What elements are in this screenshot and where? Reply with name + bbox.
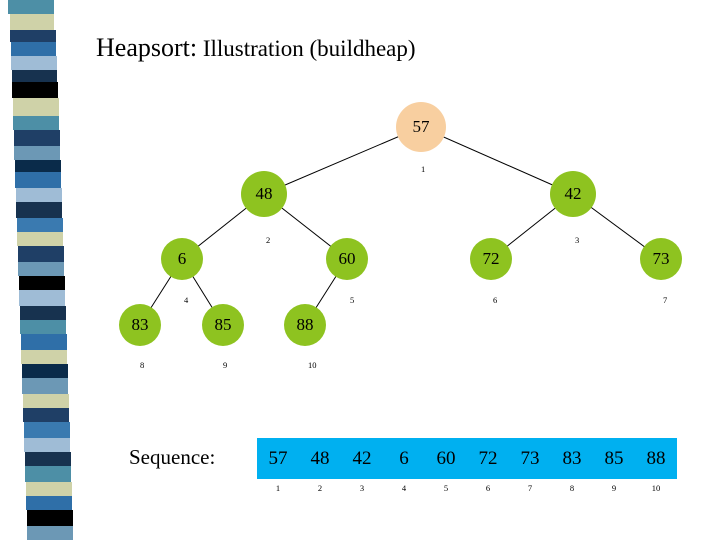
sequence-cell: 85 [604, 447, 624, 469]
tree-node-index: 7 [663, 295, 668, 305]
ribbon-stripe [10, 30, 56, 42]
ribbon-stripe [18, 262, 64, 276]
sequence-index: 7 [527, 483, 533, 493]
ribbon-stripe [22, 364, 68, 378]
ribbon-stripe [22, 378, 68, 394]
tree-node-85: 85 [202, 304, 244, 346]
ribbon-stripe [13, 116, 59, 130]
tree-node-60: 60 [326, 238, 368, 280]
sequence-index: 2 [317, 483, 323, 493]
tree-node-72: 72 [470, 238, 512, 280]
ribbon-stripe [19, 290, 65, 306]
sequence-index: 5 [443, 483, 449, 493]
tree-node-57: 57 [396, 102, 446, 152]
sequence-cell: 6 [399, 447, 409, 469]
tree-node-index: 5 [350, 295, 355, 305]
ribbon-stripe [18, 246, 64, 262]
ribbon-stripe [11, 42, 56, 56]
ribbon-stripe [25, 466, 71, 482]
tree-edge [420, 126, 574, 195]
tree-node-index: 8 [140, 360, 145, 370]
page-title-bold: Heapsort: [96, 33, 198, 62]
sequence-label: Sequence: [129, 445, 216, 469]
sequence-cell: 73 [520, 447, 540, 469]
ribbon-stripe [20, 320, 66, 334]
ribbon-stripe [24, 438, 70, 452]
ribbon-stripe [21, 334, 67, 350]
tree-node-index: 2 [266, 235, 271, 245]
ribbon-stripe [24, 422, 70, 438]
sequence-index: 1 [275, 483, 281, 493]
ribbon-stripe [23, 408, 69, 422]
sequence-cell: 48 [310, 447, 330, 469]
page-title-rest: Illustration (buildheap) [197, 36, 416, 61]
page-title: Heapsort: Illustration (buildheap) [96, 33, 416, 63]
tree-node-42: 42 [550, 171, 596, 217]
tree-edge [263, 126, 422, 195]
ribbon-stripe [20, 306, 66, 320]
tree-node-73: 73 [640, 238, 682, 280]
ribbon-stripe [15, 172, 61, 188]
tree-node-index: 10 [308, 360, 317, 370]
ribbon-stripe [10, 14, 54, 30]
ribbon-stripe [16, 188, 62, 202]
ribbon-stripe [25, 452, 71, 466]
sequence-index: 4 [401, 483, 407, 493]
sequence-cell: 57 [268, 447, 288, 469]
tree-node-index: 1 [421, 164, 426, 174]
ribbon-stripe [16, 202, 62, 218]
sequence-index: 8 [569, 483, 575, 493]
ribbon-stripe [15, 160, 61, 172]
ribbon-stripe [12, 70, 57, 82]
sequence-index: 10 [651, 483, 661, 493]
sequence-cell: 42 [352, 447, 372, 469]
tree-node-48: 48 [241, 171, 287, 217]
ribbon-stripe [17, 232, 63, 246]
tree-node-index: 6 [493, 295, 498, 305]
tree-node-index: 4 [184, 295, 189, 305]
sequence-cell: 72 [478, 447, 498, 469]
ribbon-stripe [27, 510, 73, 526]
tree-node-index: 9 [223, 360, 228, 370]
ribbon-stripe [19, 276, 65, 290]
sequence-index: 9 [611, 483, 617, 493]
ribbon-stripe [17, 218, 63, 232]
ribbon-stripe [14, 130, 60, 146]
ribbon-stripe [27, 526, 73, 540]
sequence-cell: 60 [436, 447, 456, 469]
tree-node-83: 83 [119, 304, 161, 346]
ribbon-stripe [12, 82, 58, 98]
sequence-index: 6 [485, 483, 491, 493]
ribbon-stripe [14, 146, 60, 160]
ribbon-stripe [11, 56, 57, 70]
ribbon-stripe [8, 0, 54, 14]
tree-node-index: 3 [575, 235, 580, 245]
ribbon-stripe [13, 98, 59, 116]
ribbon-stripe [26, 496, 72, 510]
ribbon-stripe [21, 350, 67, 364]
sequence-array: 57 48 42 6 60 72 73 83 85 88 [257, 438, 677, 479]
ribbon-stripe [26, 482, 72, 496]
sequence-cell: 88 [646, 447, 666, 469]
tree-node-6: 6 [161, 238, 203, 280]
tree-node-88: 88 [284, 304, 326, 346]
sequence-cell: 83 [562, 447, 582, 469]
decorative-ribbon [0, 0, 80, 540]
ribbon-stripe [23, 394, 69, 408]
sequence-index: 3 [359, 483, 365, 493]
